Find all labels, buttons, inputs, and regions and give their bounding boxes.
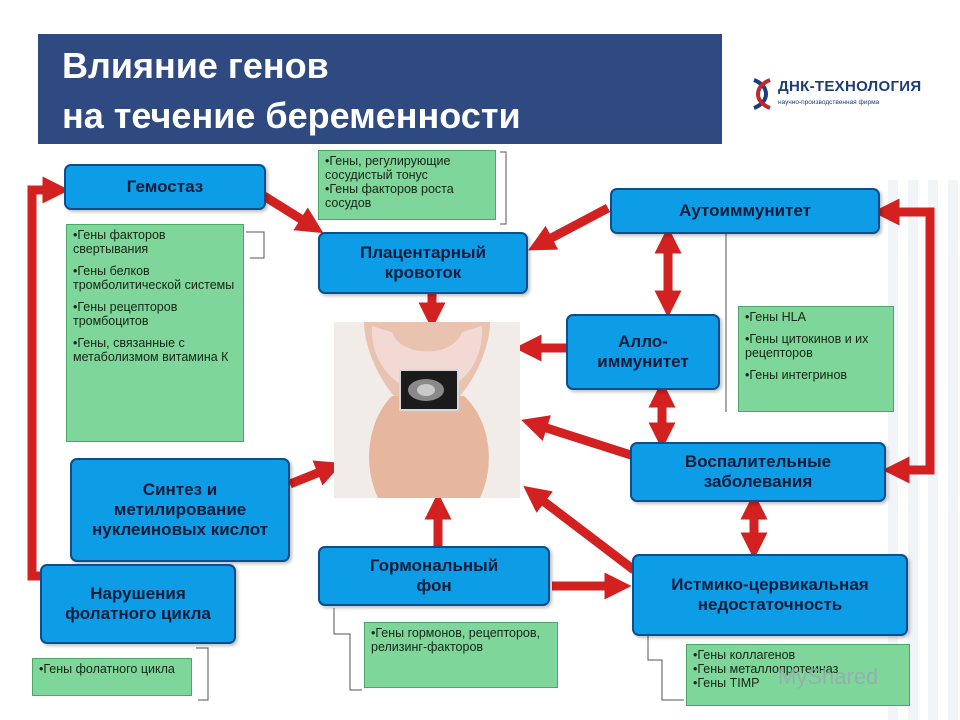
arrow-isthmic-to-pregnancy [523, 485, 637, 574]
gene-item: •Гены рецепторов тромбоцитов [73, 300, 178, 328]
gene-list-immune: •Гены HLA •Гены цитокинов и их рецепторо… [738, 306, 894, 412]
bracket-isthmic [647, 636, 684, 701]
gene-list-folate: •Гены фолатного цикла [32, 658, 192, 696]
arrow-autoimmunity-to-placental [528, 204, 611, 251]
gene-item: •Гены факторов свертывания [73, 228, 166, 256]
gene-item: •Гены металлопротеиназ [693, 662, 839, 676]
arrow-synthesis-to-pregnancy [288, 460, 343, 489]
node-autoimmunity: Аутоиммунитет [610, 188, 880, 234]
gene-item: •Гены белков тромболитической системы [73, 264, 235, 292]
gene-item: •Гены интегринов [745, 368, 848, 382]
arrow-inflammatory-to-pregnancy [521, 415, 636, 461]
gene-item: •Гены факторов роста сосудов [325, 182, 454, 210]
gene-item: •Гены HLA [745, 310, 806, 324]
node-placental-blood-flow: Плацентарный кровоток [318, 232, 528, 294]
gene-item: •Гены, регулирующие сосудистый тонус [325, 154, 451, 182]
logo-name: ДНК-ТЕХНОЛОГИЯ [778, 78, 922, 95]
title-banner [38, 34, 722, 144]
gene-item: •Гены, связанные с метаболизмом витамина… [73, 336, 229, 364]
title-line-1: Влияние генов [62, 45, 329, 86]
bracket-hemostasis [246, 231, 265, 259]
gene-list-vascular: •Гены, регулирующие сосудистый тонус •Ге… [318, 150, 496, 220]
arrow-folate-to-hemostasis [27, 176, 70, 581]
node-hemostasis: Гемостаз [64, 164, 266, 210]
node-folate-cycle-disorders: Нарушения фолатного цикла [40, 564, 236, 644]
arrow-autoimmunity-inflammatory [872, 198, 935, 484]
gene-item: •Гены коллагенов [693, 648, 796, 662]
arrows [27, 176, 935, 600]
title-line-2: на течение беременности [62, 95, 521, 136]
dna-logo-icon [753, 78, 771, 110]
logo-subtitle: научно-производственная фирма [778, 99, 880, 106]
gene-list-hemostasis: •Гены факторов свертывания •Гены белков … [66, 224, 244, 442]
bracket-hormonal [333, 608, 362, 691]
gene-item: •Гены фолатного цикла [39, 662, 175, 676]
bracket-vascular [500, 151, 507, 225]
watermark: MyShared [778, 664, 879, 689]
node-isthmic-cervical-insufficiency: Истмико-цервикальная недостаточность [632, 554, 908, 636]
node-inflammatory-diseases: Воспалительные заболевания [630, 442, 886, 502]
bracket-folate [196, 647, 209, 701]
gene-list-hormonal: •Гены гормонов, рецепторов, релизинг-фак… [364, 622, 558, 688]
arrow-hemostasis-to-placental [261, 192, 324, 234]
node-nucleic-acid-synthesis: Синтез и метилирование нуклеиновых кисло… [70, 458, 290, 562]
node-hormonal-background: Гормональный фон [318, 546, 550, 606]
bracket-lines [196, 151, 727, 701]
pregnancy-photo [334, 322, 520, 498]
company-logo: ДНК-ТЕХНОЛОГИЯ научно-производственная ф… [748, 72, 938, 116]
node-alloimmunity: Алло-иммунитет [566, 314, 720, 390]
gene-item: •Гены TIMP [693, 676, 760, 690]
gene-item: •Гены цитокинов и их рецепторов [745, 332, 869, 360]
gene-list-isthmic: •Гены коллагенов •Гены металлопротеиназ … [686, 644, 910, 706]
gene-item: •Гены гормонов, рецепторов, релизинг-фак… [371, 626, 540, 654]
